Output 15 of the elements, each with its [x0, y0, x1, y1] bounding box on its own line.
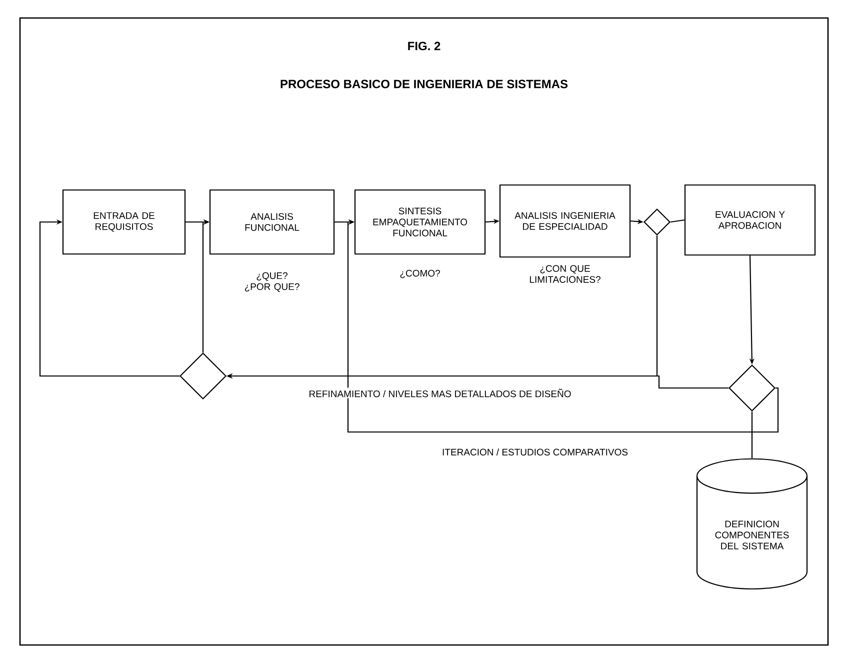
question-label: ¿COMO? [400, 270, 440, 278]
question-label: ¿QUE? ¿POR QUE? [244, 272, 300, 292]
database-cylinder: DEFINICION COMPONENTES DEL SISTEMA [696, 458, 808, 590]
process-box: ENTRADA DE REQUISITOS [62, 189, 186, 255]
process-box: ANALISIS INGENIERIA DE ESPECIALIDAD [499, 184, 631, 258]
arrow [347, 219, 779, 433]
figure-number: FIG. 2 [408, 42, 440, 50]
process-box: EVALUACION Y APROBACION [684, 184, 816, 256]
edge-label: ITERACION / ESTUDIOS COMPARATIVOS [441, 448, 629, 456]
process-box: SINTESIS EMPAQUETAMIENTO FUNCIONAL [354, 189, 486, 255]
edge-label: REFINAMIENTO / NIVELES MAS DETALLADOS DE DISEÑO [308, 388, 572, 398]
title: PROCESO BASICO DE INGENIERIA DE SISTEMAS [280, 80, 568, 88]
arrow [39, 219, 180, 377]
question-label: ¿CON QUE LIMITACIONES? [530, 265, 600, 283]
process-box: ANALISIS FUNCIONAL [209, 189, 335, 255]
